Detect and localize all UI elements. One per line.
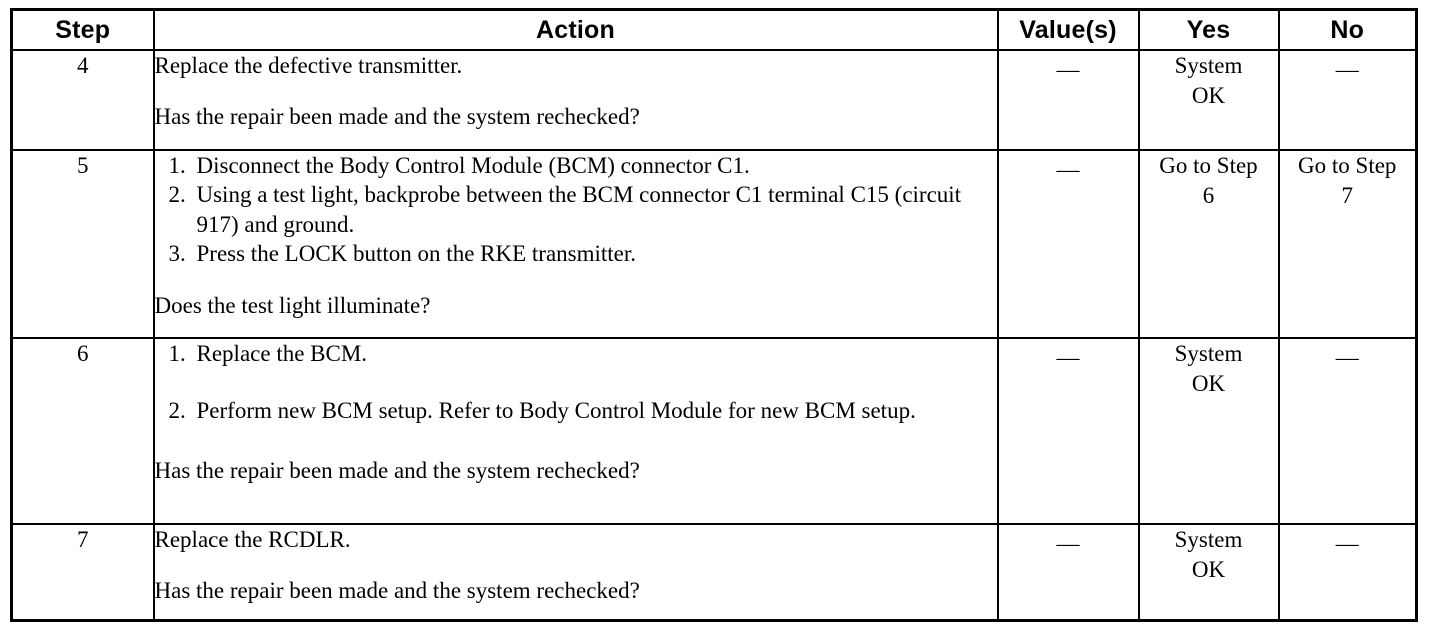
list-item: 1. Disconnect the Body Control Module (B… (155, 151, 997, 180)
yes-cell: System OK (1137, 49, 1280, 151)
list-item-text: Replace the BCM. (196, 341, 368, 366)
no-cell: Go to Step 7 (1277, 149, 1418, 339)
list-item: 3. Press the LOCK button on the RKE tran… (155, 239, 997, 268)
column-header-action: Action (152, 8, 999, 51)
list-item: 2. Perform new BCM setup. Refer to Body … (155, 396, 997, 425)
action-question-text: Has the repair been made and the system … (154, 457, 640, 483)
list-spacer (155, 368, 997, 396)
yes-result-line2: 6 (1202, 183, 1215, 209)
no-cell: — (1277, 49, 1418, 151)
action-question-text: Has the repair been made and the system … (154, 578, 640, 604)
table-row: 4 Replace the defective transmitter. Has… (10, 49, 1418, 151)
list-item-number: 2. (168, 182, 186, 208)
list-item-text: Using a test light, backprobe between th… (196, 182, 962, 237)
step-number: 7 (10, 523, 155, 621)
list-item-number: 3. (168, 241, 186, 267)
action-cell: Replace the defective transmitter. Has t… (152, 49, 999, 151)
no-dash: — (1335, 345, 1359, 370)
no-dash: — (1335, 531, 1359, 556)
list-item-number: 2. (168, 398, 186, 424)
value-cell: — (996, 49, 1140, 151)
no-cell: — (1277, 523, 1418, 621)
value-dash: — (1056, 531, 1080, 556)
value-dash: — (1056, 345, 1080, 370)
yes-cell: System OK (1137, 337, 1280, 525)
value-cell: — (996, 523, 1140, 621)
list-item-text: Perform new BCM setup. Refer to Body Con… (196, 398, 916, 424)
yes-result-line2: OK (1191, 557, 1226, 583)
no-cell: — (1277, 337, 1418, 525)
yes-cell: Go to Step 6 (1137, 149, 1280, 339)
list-item-number: 1. (168, 341, 186, 366)
yes-result-line2: OK (1191, 371, 1226, 397)
column-header-step: Step (10, 8, 155, 51)
yes-result-line1: Go to Step (1159, 153, 1258, 178)
column-header-no: No (1277, 8, 1418, 51)
value-dash: — (1056, 57, 1080, 82)
list-item: 1. Replace the BCM. (155, 339, 997, 368)
yes-result-line1: System (1174, 527, 1243, 552)
column-header-yes: Yes (1137, 8, 1280, 51)
table-row: 5 1. Disconnect the Body Control Module … (10, 149, 1418, 339)
column-header-value: Value(s) (996, 8, 1140, 51)
list-item: 2. Using a test light, backprobe between… (155, 180, 997, 239)
table-row: 6 1. Replace the BCM. 2. Perform new BCM… (10, 337, 1418, 525)
spacer (155, 269, 997, 291)
table-header: Step Action Value(s) Yes No (10, 8, 1418, 51)
action-cell: 1. Replace the BCM. 2. Perform new BCM s… (152, 337, 999, 525)
spacer (155, 80, 997, 102)
step-number: 5 (10, 149, 155, 339)
action-cell: Replace the RCDLR. Has the repair been m… (152, 523, 999, 621)
spacer (155, 554, 997, 576)
action-cell: 1. Disconnect the Body Control Module (B… (152, 149, 999, 339)
spacer (155, 426, 997, 456)
yes-cell: System OK (1137, 523, 1280, 621)
no-dash: — (1335, 57, 1359, 82)
value-cell: — (996, 149, 1140, 339)
no-result-line2: 7 (1341, 183, 1354, 209)
table-body: 4 Replace the defective transmitter. Has… (10, 49, 1418, 621)
yes-result-line1: System (1174, 341, 1243, 366)
step-number: 6 (10, 337, 155, 525)
yes-result-line2: OK (1191, 83, 1226, 109)
action-question-text: Has the repair been made and the system … (154, 104, 640, 130)
table-row: 7 Replace the RCDLR. Has the repair been… (10, 523, 1418, 621)
step-number: 4 (10, 49, 155, 151)
list-item-text: Press the LOCK button on the RKE transmi… (196, 241, 637, 267)
list-item-text: Disconnect the Body Control Module (BCM)… (196, 153, 750, 178)
value-dash: — (1056, 157, 1080, 182)
action-lead-text: Replace the RCDLR. (154, 527, 351, 552)
header-row: Step Action Value(s) Yes No (10, 8, 1418, 51)
action-question-text: Does the test light illuminate? (154, 292, 431, 318)
action-step-list: 1. Replace the BCM. 2. Perform new BCM s… (155, 339, 997, 426)
yes-result-line1: System (1174, 53, 1243, 78)
list-item-number: 1. (168, 153, 186, 178)
no-result-line1: Go to Step (1298, 153, 1397, 178)
value-cell: — (996, 337, 1140, 525)
action-lead-text: Replace the defective transmitter. (154, 53, 463, 78)
diagnostic-procedure-table: Step Action Value(s) Yes No 4 Replace th… (10, 8, 1418, 622)
action-step-list: 1. Disconnect the Body Control Module (B… (155, 151, 997, 269)
